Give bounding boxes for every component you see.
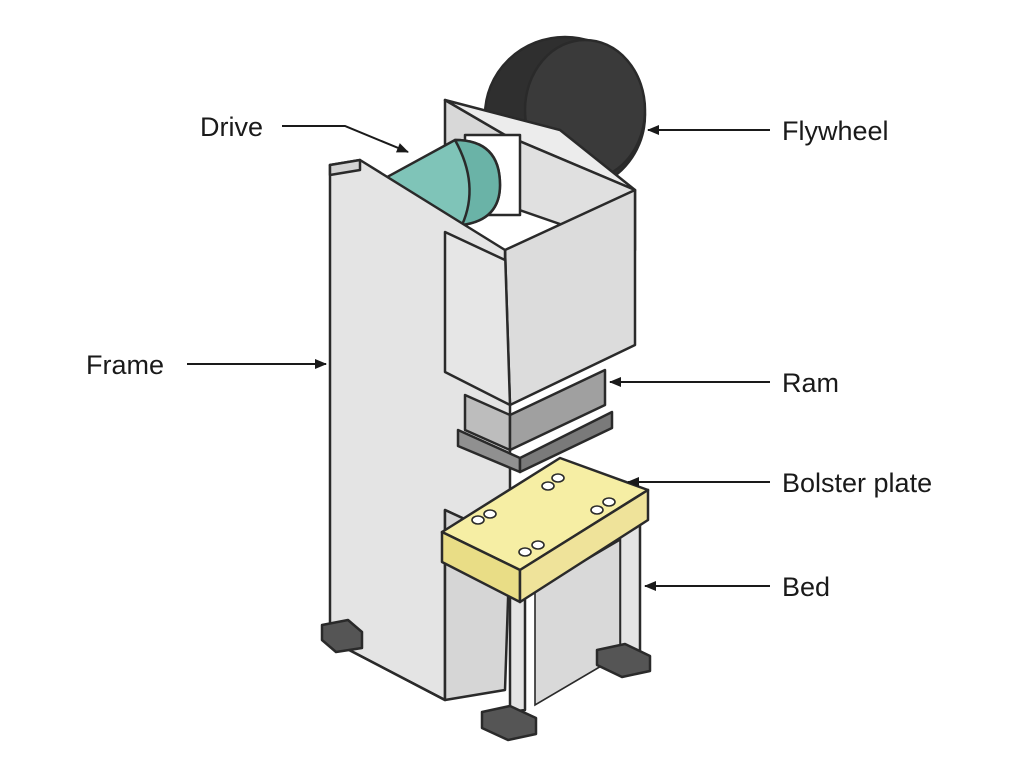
frame-feet xyxy=(320,618,652,742)
label-bolster-plate: Bolster plate xyxy=(782,468,932,498)
label-flywheel: Flywheel xyxy=(782,116,889,146)
drive-leader xyxy=(282,125,409,153)
label-drive: Drive xyxy=(200,112,263,142)
bolster-plate xyxy=(440,456,650,604)
ram xyxy=(456,368,614,474)
leader-lines xyxy=(187,125,770,591)
label-frame: Frame xyxy=(86,350,164,380)
label-bed: Bed xyxy=(782,572,830,602)
label-ram: Ram xyxy=(782,368,839,398)
labels: Drive Flywheel Frame Ram Bolster plate B… xyxy=(86,112,932,602)
